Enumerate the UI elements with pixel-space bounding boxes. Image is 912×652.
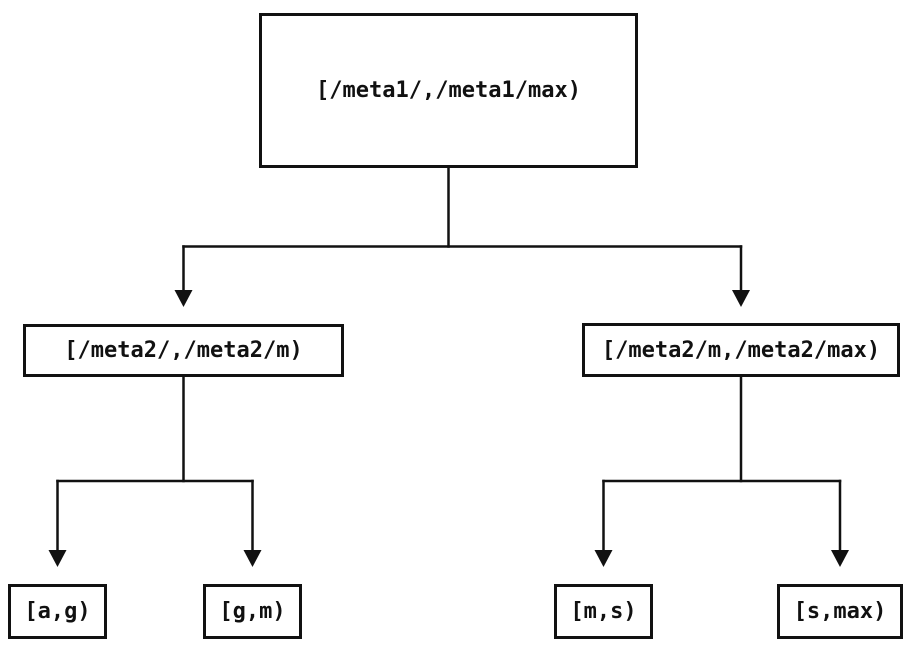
node-leaf-smax: [s,max) (777, 584, 903, 639)
arrowhead-icon (48, 550, 67, 567)
node-meta1-range-label: [/meta1/,/meta1/max) (316, 78, 581, 103)
node-leaf-gm: [g,m) (203, 584, 302, 639)
node-leaf-ag: [a,g) (8, 584, 107, 639)
node-meta2-left-range-label: [/meta2/,/meta2/m) (64, 338, 303, 363)
arrowhead-icon (831, 550, 849, 567)
arrowhead-icon (732, 290, 750, 307)
node-leaf-ms: [m,s) (554, 584, 653, 639)
arrowhead-icon (243, 550, 262, 567)
node-leaf-smax-label: [s,max) (793, 599, 887, 624)
node-leaf-ms-label: [m,s) (570, 599, 637, 624)
node-meta1-range: [/meta1/,/meta1/max) (259, 13, 638, 168)
node-leaf-ag-label: [a,g) (24, 599, 91, 624)
node-meta2-left-range: [/meta2/,/meta2/m) (23, 324, 344, 377)
node-meta2-right-range: [/meta2/m,/meta2/max) (582, 323, 900, 377)
node-meta2-right-range-label: [/meta2/m,/meta2/max) (601, 337, 881, 363)
node-leaf-gm-label: [g,m) (219, 599, 286, 624)
arrowhead-icon (174, 290, 193, 307)
arrowhead-icon (594, 550, 613, 567)
